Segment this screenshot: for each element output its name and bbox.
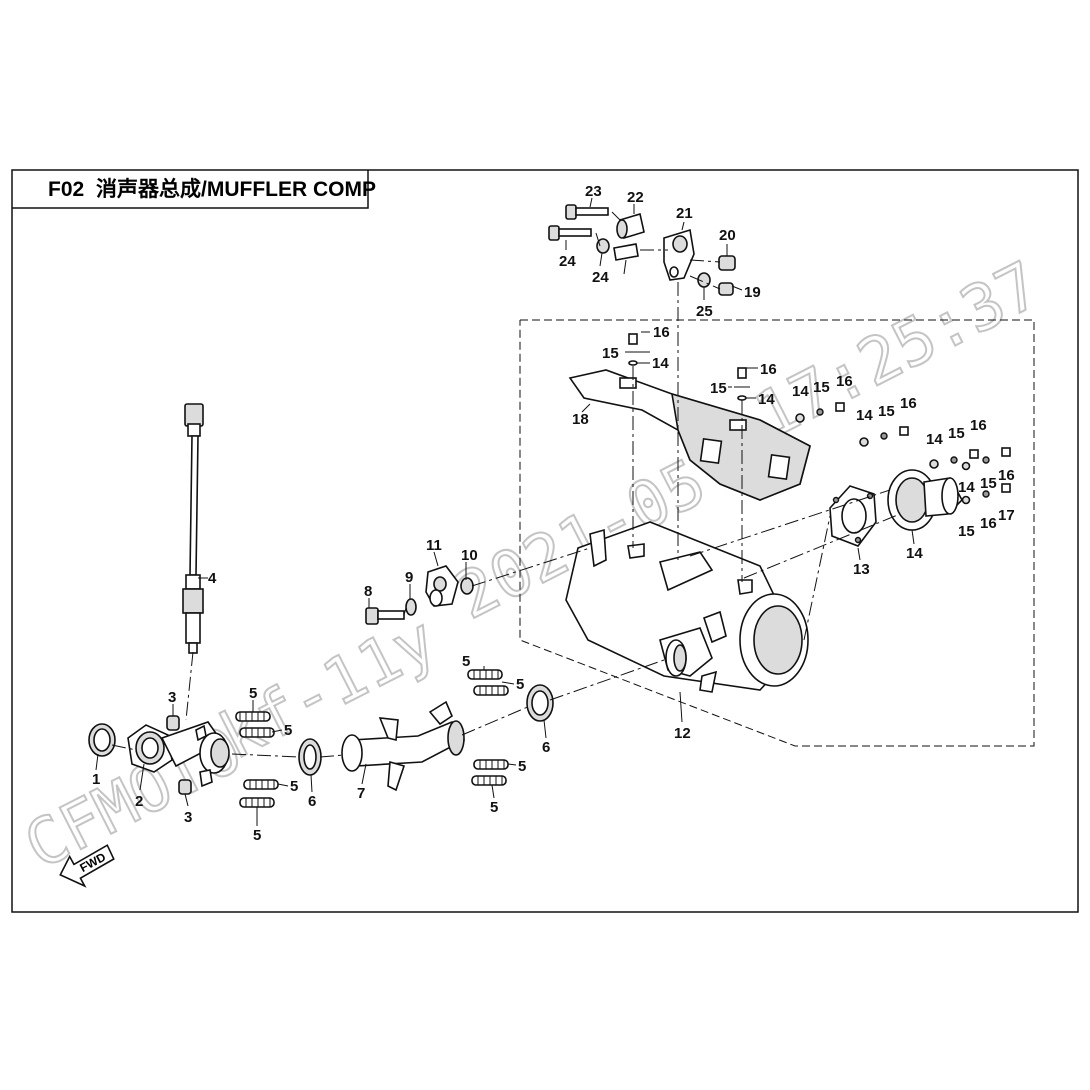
springs [235,669,509,808]
exhaust-flange [127,721,230,788]
callout-22: 23 [585,183,602,200]
spring-h [471,775,507,786]
o2-sensor [182,403,204,654]
callout-4: 4 [208,570,217,587]
callout-5-b: 5 [284,722,292,739]
spring-d [239,797,275,808]
hanger-washer-left [405,598,417,616]
heat-shield-fasteners [625,333,1011,505]
title-name: 消声器总成/MUFFLER COMP [96,177,376,201]
callout-2: 2 [135,793,143,810]
callout-15-d: 15 [878,403,895,420]
callout-19: 20 [719,227,736,244]
callout-8: 8 [364,583,372,600]
watermark-time: 17:25:37 [744,248,1052,454]
muffler-group-outline [519,319,1035,747]
callout-5-f: 5 [516,676,524,693]
callout-5-d: 5 [253,827,261,844]
callout-15-e: 15 [948,425,965,442]
callout-11: 12 [674,725,691,742]
callout-14-g: 15 [958,523,975,540]
callout-9-left: 9 [405,569,413,586]
mid-gasket-right [526,684,554,722]
tail-cap [887,469,963,531]
spring-f [473,685,509,696]
callout-21: 22 [627,189,644,206]
callout-14-e: 14 [926,431,943,448]
callout-16-c: 16 [836,373,853,390]
hanger-bolt [365,607,405,625]
callout-5-g: 5 [518,758,526,775]
callout-16-f: 16 [998,467,1015,484]
callout-10: 11 [426,537,442,554]
mount-bolt-short [548,225,592,241]
callout-6-right: 6 [542,739,550,756]
callout-16-g: 17 [998,507,1015,524]
callout-24-a: 24 [592,269,609,286]
callout-15-b: 15 [710,380,727,397]
callout-5-e: 5 [462,653,470,670]
callout-14-c: 14 [792,383,809,400]
heat-shield [568,369,811,501]
callout-14-b: 14 [758,391,775,408]
middle-pipe [341,700,466,792]
callout-16-b: 16 [760,361,777,378]
callout-24-b: 25 [696,303,713,320]
callout-9-right: 10 [461,547,478,564]
mount-nut-bottom [718,282,734,296]
mount-washer-left [596,238,610,254]
spring-b [239,727,275,738]
flange-nut-top [166,715,180,731]
callout-6-left: 6 [308,793,316,810]
hanger-washer-right [460,577,474,595]
title-block: F02 消声器总成/MUFFLER COMP [12,170,376,209]
rubber-bushing [616,212,645,240]
callout-14-d: 14 [856,407,873,424]
callout-20: 21 [676,205,693,222]
spring-c [243,779,279,790]
callout-15-f: 15 [980,475,997,492]
callout-12: 13 [853,561,870,578]
flange-nut-bottom [178,779,192,795]
spring-e [467,669,503,680]
callout-3-top: 3 [168,689,176,706]
callout-15-c: 15 [813,379,830,396]
drawing-frame [11,169,1079,913]
callout-17: 18 [572,411,589,428]
end-gasket [829,485,877,547]
front-gasket [88,723,116,757]
callout-18: 19 [744,284,761,301]
mount-bracket [663,228,695,281]
callout-16-d: 16 [900,395,917,412]
callout-14-f: 14 [958,479,975,496]
callout-15-g: 16 [980,515,997,532]
callout-16-e: 16 [970,417,987,434]
callout-5-h: 5 [490,799,498,816]
callout-5-c: 5 [290,778,298,795]
mid-gasket-left [298,738,322,776]
assembly-lines [111,211,901,758]
spring-a [235,711,271,722]
muffler-body [565,521,809,693]
spring-g [473,759,509,770]
mount-nut-top [718,255,736,271]
callout-5-a: 5 [249,685,257,702]
hanger-bracket [425,565,459,607]
callout-16-a: 16 [653,324,670,341]
title-code: F02 [48,178,84,201]
callout-1: 1 [92,771,100,788]
callout-15-a: 15 [602,345,619,362]
collar [613,243,639,261]
callout-14-a: 14 [652,355,669,372]
callout-labels: 1 2 3 3 4 5 5 5 5 5 5 5 5 6 6 7 8 9 10 1… [92,183,1015,844]
callout-3-bottom: 3 [184,809,192,826]
mount-bolt-long [565,204,609,220]
callout-13: 14 [906,545,923,562]
callout-leaders [95,197,915,826]
callout-23: 24 [559,253,576,270]
svg-text:F02 消声器总成/MUFFLER COMP: F02 消声器总成/MUFFLER COMP [48,177,376,201]
callout-7: 7 [357,785,365,802]
